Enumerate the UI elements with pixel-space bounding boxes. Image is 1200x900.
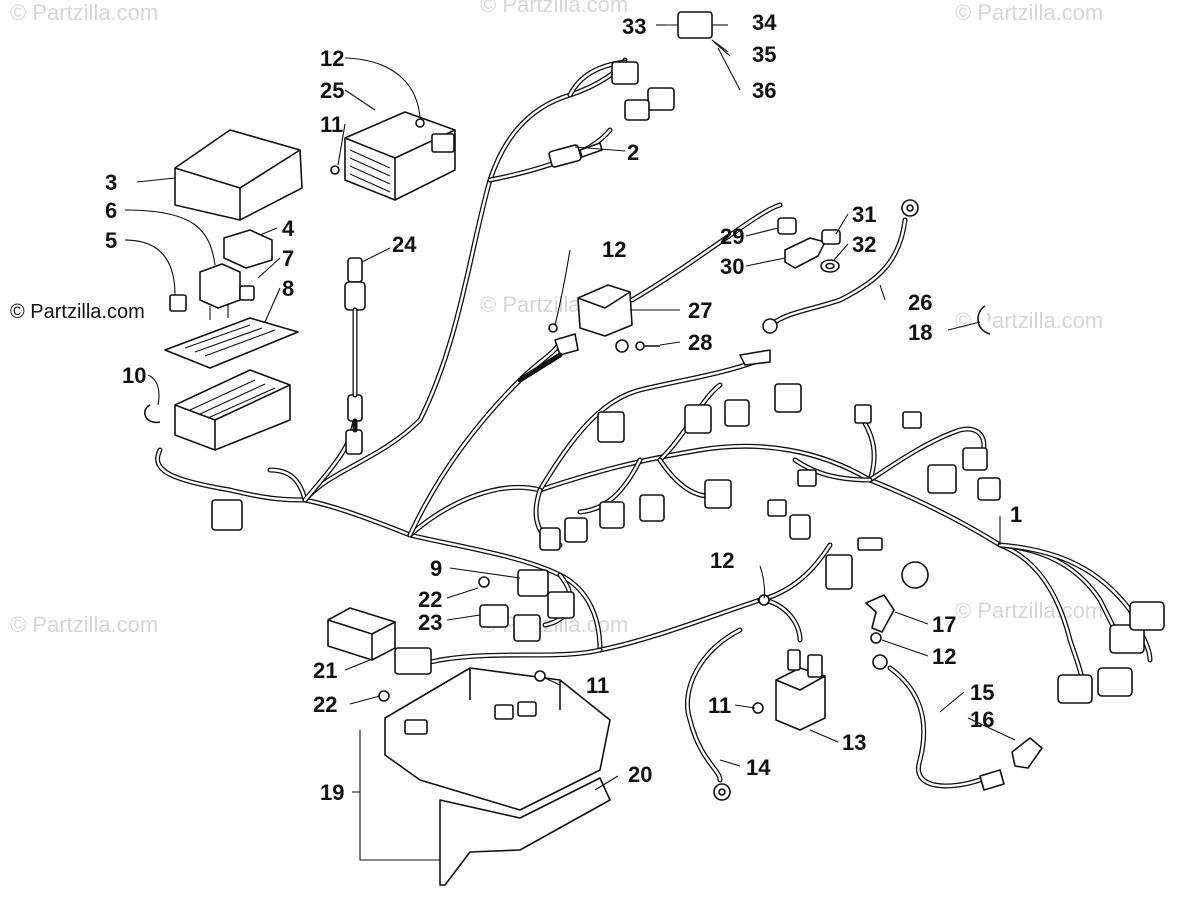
watermark-prominent: © Partzilla.com bbox=[10, 301, 145, 323]
watermark: © Partzilla.com bbox=[480, 0, 628, 17]
callout-29: 29 bbox=[720, 224, 744, 249]
callout-36: 36 bbox=[752, 78, 776, 103]
callout-22: 22 bbox=[418, 587, 442, 612]
callout-26: 26 bbox=[908, 290, 932, 315]
callout-25: 25 bbox=[320, 78, 344, 103]
part-30-boot bbox=[784, 237, 826, 269]
watermark: © Partzilla.com bbox=[10, 0, 158, 25]
callout-22: 22 bbox=[313, 692, 337, 717]
callout-20: 20 bbox=[628, 762, 652, 787]
part-17-elbow-boot bbox=[865, 594, 895, 633]
callout-24: 24 bbox=[392, 232, 417, 257]
callout-14: 14 bbox=[746, 755, 771, 780]
callout-15: 15 bbox=[970, 680, 994, 705]
callout-18: 18 bbox=[908, 320, 932, 345]
fasteners bbox=[378, 576, 882, 714]
part-21-cdi-module bbox=[327, 607, 396, 661]
part-34-connector bbox=[656, 11, 729, 53]
part-24-spark-plug-cap bbox=[344, 257, 366, 455]
part-5-fuse bbox=[169, 294, 187, 312]
callout-1: 1 bbox=[1010, 502, 1022, 527]
callout-33: 33 bbox=[622, 14, 646, 39]
part-32-washer bbox=[820, 259, 840, 273]
callouts: 1 2 3 4 5 6 7 8 9 10 11 11 11 12 12 12 1… bbox=[105, 10, 1022, 805]
callout-31: 31 bbox=[852, 202, 876, 227]
callout-8: 8 bbox=[282, 276, 294, 301]
callout-17: 17 bbox=[932, 612, 956, 637]
watermark: © Partzilla.com bbox=[10, 612, 158, 637]
part-8-fuse-panel bbox=[164, 317, 299, 369]
watermark: © Partzilla.com bbox=[955, 308, 1103, 333]
callout-12: 12 bbox=[320, 46, 344, 71]
watermark: © Partzilla.com bbox=[955, 598, 1103, 623]
part-36-connector bbox=[611, 61, 675, 121]
part-13-starter-solenoid bbox=[775, 649, 826, 731]
part-26-ground-cable bbox=[739, 199, 919, 366]
part-29-terminal bbox=[777, 217, 797, 235]
callout-12: 12 bbox=[932, 644, 956, 669]
callout-3: 3 bbox=[105, 170, 117, 195]
callout-13: 13 bbox=[842, 730, 866, 755]
harness-connectors bbox=[211, 383, 1165, 704]
part-2-connector bbox=[548, 142, 603, 168]
callout-9: 9 bbox=[430, 556, 442, 581]
callout-34: 34 bbox=[752, 10, 777, 35]
callout-12: 12 bbox=[602, 237, 626, 262]
callout-11: 11 bbox=[586, 673, 609, 698]
callout-16: 16 bbox=[970, 707, 994, 732]
main-wiring-harness bbox=[155, 57, 1153, 693]
part-31-cap bbox=[821, 229, 841, 245]
part-27-ignition-coil bbox=[517, 202, 783, 383]
callout-11: 11 bbox=[708, 693, 731, 718]
callout-23: 23 bbox=[418, 610, 442, 635]
part-20-bracket bbox=[439, 777, 611, 886]
part-18-clip bbox=[977, 305, 991, 335]
part-16-boot bbox=[1011, 737, 1043, 769]
callout-5: 5 bbox=[105, 228, 117, 253]
part-6-relay bbox=[199, 263, 241, 320]
callout-12: 12 bbox=[710, 548, 734, 573]
part-25-voltage-regulator bbox=[330, 111, 456, 201]
part-15-cable bbox=[872, 654, 1005, 791]
callout-30: 30 bbox=[720, 254, 744, 279]
callout-21: 21 bbox=[313, 658, 337, 683]
part-3-fuse-box-cover bbox=[174, 129, 303, 221]
callout-28: 28 bbox=[688, 330, 712, 355]
callout-19: 19 bbox=[320, 780, 344, 805]
part-10-fuse-box bbox=[144, 369, 291, 451]
part-23-relay bbox=[479, 604, 509, 628]
part-7-fuse bbox=[239, 285, 255, 301]
watermark: © Partzilla.com bbox=[955, 0, 1103, 25]
callout-7: 7 bbox=[282, 246, 294, 271]
callout-6: 6 bbox=[105, 198, 117, 223]
part-9-relays bbox=[513, 569, 575, 642]
part-4-relay bbox=[223, 229, 273, 269]
callout-11: 11 bbox=[320, 112, 343, 137]
callout-10: 10 bbox=[122, 363, 146, 388]
leader-lines bbox=[124, 24, 1016, 861]
callout-4: 4 bbox=[282, 216, 295, 241]
callout-2: 2 bbox=[627, 140, 639, 165]
part-19-mounting-plate bbox=[384, 667, 611, 811]
callout-32: 32 bbox=[852, 232, 876, 257]
callout-27: 27 bbox=[688, 298, 712, 323]
callout-35: 35 bbox=[752, 42, 776, 67]
part-28-bolt bbox=[615, 339, 660, 353]
